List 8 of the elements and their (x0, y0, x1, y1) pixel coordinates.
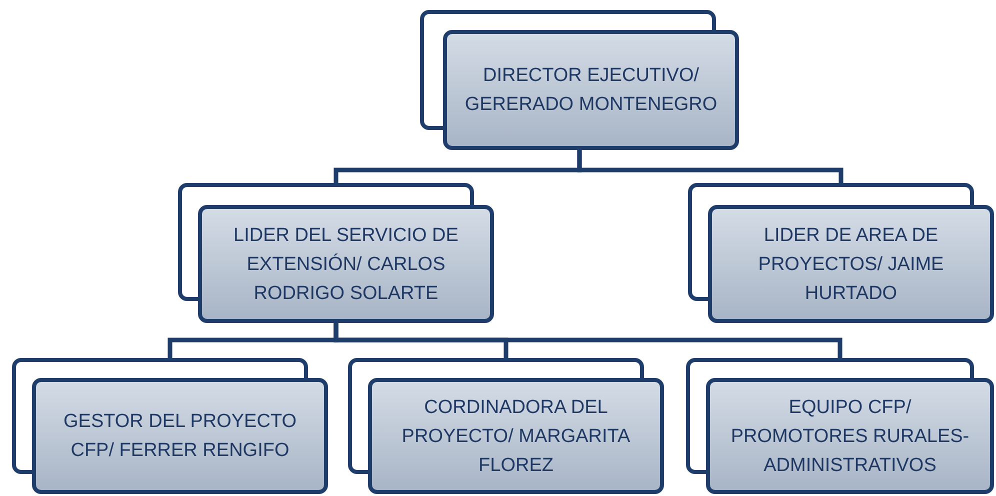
position-box: LIDER DEL SERVICIO DE EXTENSIÓN/ CARLOS RODRIGO SOLARTE (198, 205, 494, 323)
connector-line (334, 323, 842, 358)
position-box: GESTOR DEL PROYECTO CFP/ FERRER RENGIFO (32, 378, 328, 494)
connector-line (577, 150, 844, 183)
position-box: DIRECTOR EJECUTIVO/ GERERADO MONTENEGRO (443, 30, 739, 150)
position-box: EQUIPO CFP/ PROMOTORES RURALES-ADMINISTRATIVOS (706, 378, 994, 494)
position-box: LIDER DE AREA DE PROYECTOS/ JAIME HURTADO (708, 205, 994, 323)
position-box: CORDINADORA DEL PROYECTO/ MARGARITA FLOREZ (368, 378, 664, 494)
